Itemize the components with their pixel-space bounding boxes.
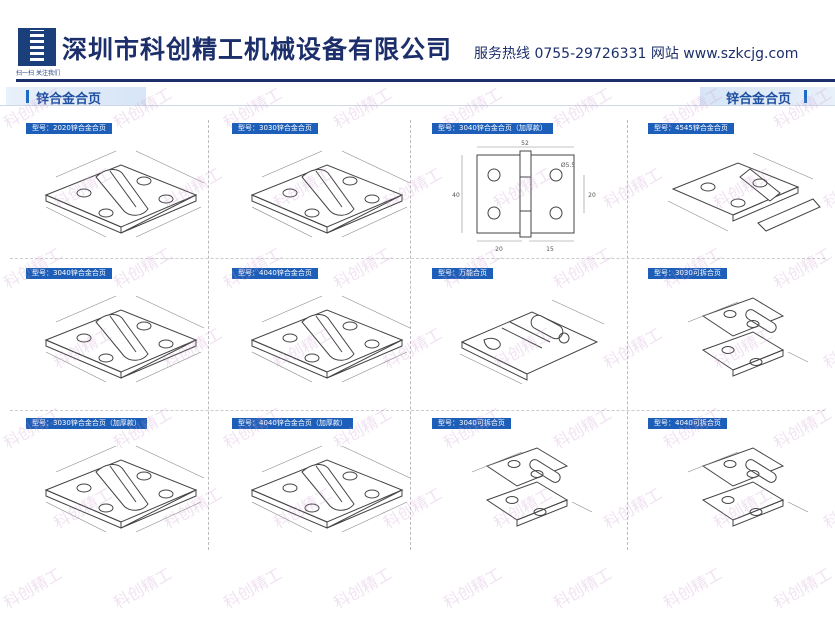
product-card: 型号：4040可拆合页 (648, 418, 835, 553)
model-label: 型号：4040可拆合页 (648, 418, 727, 429)
front-bottom-right-dim: 15 (546, 246, 554, 253)
product-card: 型号：3030可拆合页 (648, 268, 835, 403)
front-side-dim: 20 (588, 192, 596, 199)
model-label: 型号：3040锌合金合页（加厚款） (432, 123, 553, 134)
watermark-text: 科创精工 (440, 564, 506, 613)
hinge-drawing (45, 445, 205, 533)
product-card: 型号：3040锌合金合页（加厚款） 52 40 20 15 Ø5.5 20 (432, 123, 627, 258)
model-label: 型号：4040锌合金合页（加厚款） (232, 418, 353, 429)
header-divider (16, 79, 835, 82)
front-width-dim: 52 (521, 140, 529, 147)
grid-divider (10, 258, 825, 259)
watermark-text: 科创精工 (660, 564, 726, 613)
section-title-left: 锌合金合页 (36, 92, 102, 107)
hinge-drawing (471, 447, 593, 527)
header: 扫一扫 关注我们 深圳市科创精工机械设备有限公司 服务热线 0755-29726… (0, 0, 835, 82)
section-bar-right: 锌合金合页 (700, 87, 835, 107)
watermark-text: 科创精工 (110, 564, 176, 613)
watermark-text: 科创精工 (0, 564, 66, 613)
product-card: 型号：2020锌合金合页 (26, 123, 221, 258)
hinge-drawing (251, 295, 411, 383)
section-title-right: 锌合金合页 (726, 92, 792, 107)
qr-caption: 扫一扫 关注我们 (16, 70, 60, 77)
qr-code (18, 28, 56, 66)
front-height-dim: 40 (452, 192, 460, 199)
product-card: 型号：3040锌合金合页 (26, 268, 221, 403)
model-label: 型号：3030可拆合页 (648, 268, 727, 279)
hinge-drawing (687, 297, 809, 377)
model-label: 型号：2020锌合金合页 (26, 123, 112, 134)
grid-divider (10, 410, 825, 411)
model-label: 型号：4545锌合金合页 (648, 123, 734, 134)
watermark-text: 科创精工 (220, 564, 286, 613)
hinge-drawing (251, 445, 411, 533)
section-marker (26, 90, 29, 103)
model-label: 型号：3030锌合金合页 (232, 123, 318, 134)
front-bottom-left-dim: 20 (495, 246, 503, 253)
model-label: 型号：3040锌合金合页 (26, 268, 112, 279)
grid-divider (410, 120, 411, 550)
product-card: 型号：4545锌合金合页 (648, 123, 835, 258)
section-bar-left: 锌合金合页 (6, 87, 146, 107)
watermark-text: 科创精工 (330, 564, 396, 613)
hinge-drawing (687, 447, 809, 527)
product-card: 型号：3040可拆合页 (432, 418, 627, 553)
watermark-text: 科创精工 (550, 564, 616, 613)
company-name: 深圳市科创精工机械设备有限公司 (62, 35, 453, 64)
hinge-drawing (667, 152, 821, 232)
grid-divider (208, 120, 209, 550)
watermark-text: 科创精工 (770, 564, 835, 613)
model-label: 型号：万能合页 (432, 268, 493, 279)
front-hole-dim: Ø5.5 (561, 162, 575, 169)
product-card: 型号：3030锌合金合页 (232, 123, 427, 258)
product-card: 型号：万能合页 (432, 268, 627, 403)
product-card: 型号：4040锌合金合页 (232, 268, 427, 403)
product-card: 型号：4040锌合金合页（加厚款） (232, 418, 427, 553)
hinge-drawing (459, 299, 605, 385)
section-divider (0, 105, 835, 106)
hinge-drawing (45, 150, 205, 238)
hinge-drawing: 52 40 20 15 Ø5.5 20 (452, 140, 596, 253)
grid-divider (627, 120, 628, 550)
section-marker (804, 90, 807, 103)
hinge-drawing (45, 295, 205, 383)
product-card: 型号：3030锌合金合页（加厚款） (26, 418, 221, 553)
model-label: 型号：4040锌合金合页 (232, 268, 318, 279)
model-label: 型号：3030锌合金合页（加厚款） (26, 418, 147, 429)
model-label: 型号：3040可拆合页 (432, 418, 511, 429)
hinge-drawing (251, 150, 411, 238)
hotline-website: 服务热线 0755-29726331 网站 www.szkcjg.com (474, 46, 799, 62)
